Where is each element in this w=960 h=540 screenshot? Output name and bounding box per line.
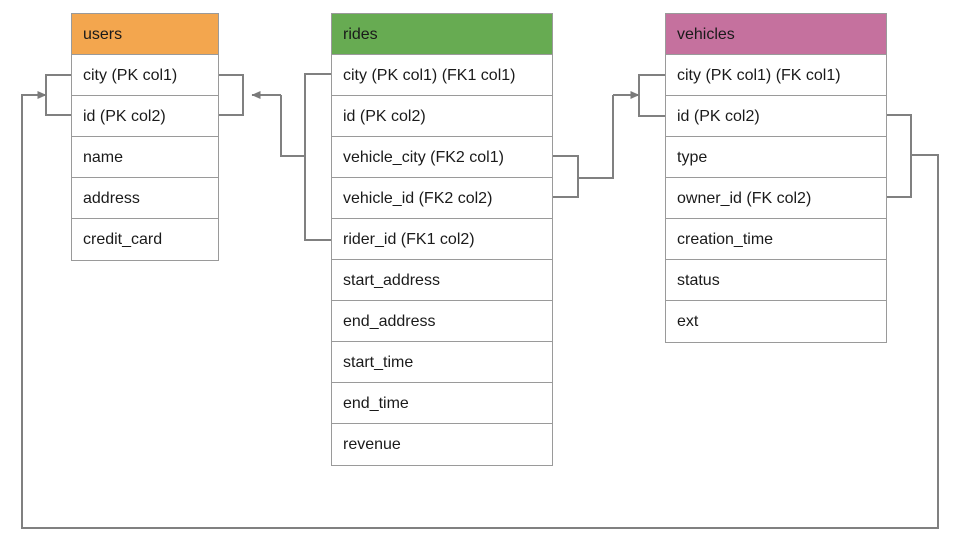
table-rides-column-end-address[interactable]: end_address xyxy=(332,301,552,342)
table-rides-column-city[interactable]: city (PK col1) (FK1 col1) xyxy=(332,55,552,96)
table-vehicles-header: vehicles xyxy=(666,14,886,55)
table-users[interactable]: users city (PK col1) id (PK col2) name a… xyxy=(71,13,219,261)
table-users-header: users xyxy=(72,14,218,55)
table-users-column-id[interactable]: id (PK col2) xyxy=(72,96,218,137)
table-vehicles-column-id[interactable]: id (PK col2) xyxy=(666,96,886,137)
table-rides-column-revenue[interactable]: revenue xyxy=(332,424,552,465)
table-rides-column-start-address[interactable]: start_address xyxy=(332,260,552,301)
table-vehicles-column-owner-id[interactable]: owner_id (FK col2) xyxy=(666,178,886,219)
table-users-column-city[interactable]: city (PK col1) xyxy=(72,55,218,96)
table-rides-column-start-time[interactable]: start_time xyxy=(332,342,552,383)
edge-rides-fk1-users xyxy=(219,73,331,241)
table-users-column-name[interactable]: name xyxy=(72,137,218,178)
table-vehicles-column-type[interactable]: type xyxy=(666,137,886,178)
table-rides-column-end-time[interactable]: end_time xyxy=(332,383,552,424)
table-vehicles-column-status[interactable]: status xyxy=(666,260,886,301)
table-rides[interactable]: rides city (PK col1) (FK1 col1) id (PK c… xyxy=(331,13,553,466)
table-users-column-credit-card[interactable]: credit_card xyxy=(72,219,218,260)
table-rides-column-id[interactable]: id (PK col2) xyxy=(332,96,552,137)
table-vehicles[interactable]: vehicles city (PK col1) (FK col1) id (PK… xyxy=(665,13,887,343)
table-rides-column-rider-id[interactable]: rider_id (FK1 col2) xyxy=(332,219,552,260)
edge-rides-fk2-vehicles xyxy=(553,74,665,198)
table-rides-column-vehicle-city[interactable]: vehicle_city (FK2 col1) xyxy=(332,137,552,178)
table-vehicles-column-creation-time[interactable]: creation_time xyxy=(666,219,886,260)
table-rides-column-vehicle-id[interactable]: vehicle_id (FK2 col2) xyxy=(332,178,552,219)
table-rides-header: rides xyxy=(332,14,552,55)
table-users-column-address[interactable]: address xyxy=(72,178,218,219)
table-vehicles-column-city[interactable]: city (PK col1) (FK col1) xyxy=(666,55,886,96)
table-vehicles-column-ext[interactable]: ext xyxy=(666,301,886,342)
